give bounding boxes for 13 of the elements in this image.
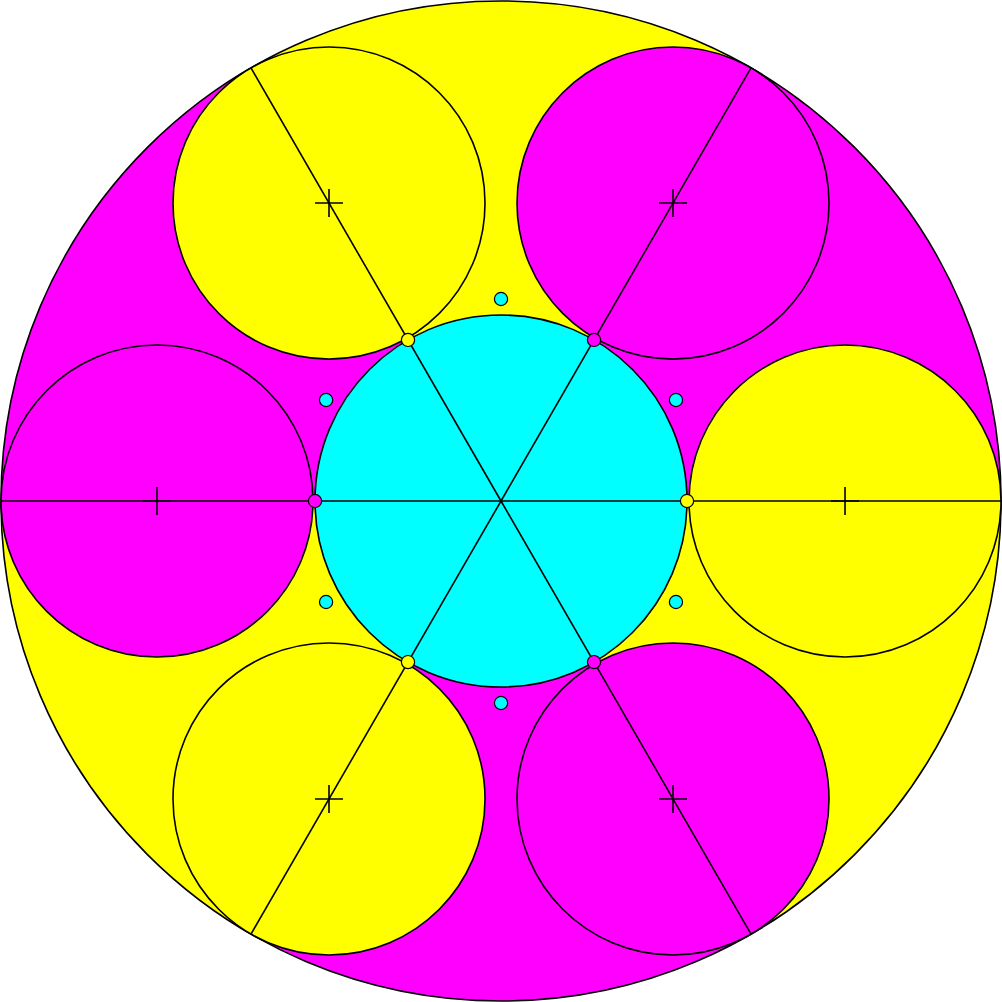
- small-disk: [172, 642, 486, 956]
- spoke-line: [250, 500, 502, 935]
- small-disk: [0, 344, 314, 658]
- central-disk: [314, 314, 688, 688]
- small-disk: [516, 46, 830, 360]
- spoke-line: [500, 500, 1002, 502]
- small-disk: [516, 642, 830, 956]
- spoke-line: [500, 67, 752, 502]
- small-disk: [688, 344, 1002, 658]
- small-disk: [172, 46, 486, 360]
- spoke-line: [0, 500, 502, 502]
- spoke-line: [250, 67, 502, 502]
- spoke-line: [500, 500, 752, 935]
